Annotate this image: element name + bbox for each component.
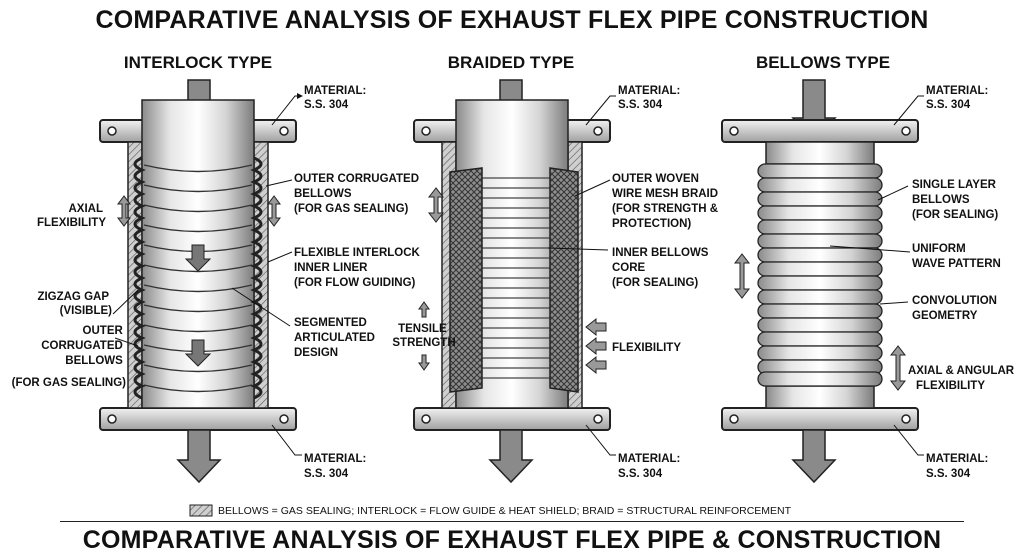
- outer-bellows-label: OUTER CORRUGATED BELLOWS (FOR GAS SEALIN…: [294, 173, 422, 215]
- uniform-wave-label: UNIFORM WAVE PATTERN: [912, 243, 1001, 270]
- legend-text: BELLOWS = GAS SEALING; INTERLOCK = FLOW …: [218, 505, 792, 517]
- material-bottom-label: MATERIAL: S.S. 304: [926, 453, 992, 480]
- double-arrow-icon: [427, 187, 445, 223]
- main-title: COMPARATIVE ANALYSIS OF EXHAUST FLEX PIP…: [95, 6, 929, 34]
- braid-left: [449, 167, 483, 393]
- zigzag-gap-label: ZIGZAG GAP (VISIBLE): [37, 291, 112, 317]
- left-arrow-icon: [585, 317, 607, 337]
- braided-title: BRAIDED TYPE: [448, 53, 575, 72]
- segmented-label: SEGMENTED ARTICULATED DESIGN: [294, 317, 378, 359]
- double-arrow-icon: [117, 195, 131, 227]
- bottom-title: COMPARATIVE ANALYSIS OF EXHAUST FLEX PIP…: [82, 526, 942, 554]
- material-bottom-label: MATERIAL: S.S. 304: [618, 453, 684, 480]
- outer-left-label: OUTER CORRUGATED BELLOWS (FOR GAS SEALIN…: [12, 325, 127, 389]
- material-top-label: MATERIAL: S.S. 304: [926, 85, 992, 111]
- braided-pipe: [413, 79, 611, 484]
- double-arrow-icon: [733, 253, 751, 299]
- material-bottom-label: MATERIAL: S.S. 304: [304, 453, 370, 480]
- axial-angular-label: AXIAL & ANGULAR FLEXIBILITY: [908, 365, 1017, 392]
- convolution-label: CONVOLUTION GEOMETRY: [912, 295, 1000, 322]
- inner-core-label: INNER BELLOWS CORE (FOR SEALING): [612, 247, 712, 289]
- axial-flexibility-label: AXIAL FLEXIBILITY: [37, 203, 106, 229]
- bottom-flange: [99, 407, 297, 431]
- double-arrow-icon: [889, 345, 907, 391]
- interlock-title: INTERLOCK TYPE: [124, 53, 272, 72]
- interlock-pipe: [99, 79, 297, 484]
- flow-arrow-icon: [488, 429, 534, 484]
- flow-arrow-icon: [791, 429, 837, 484]
- braid-label: OUTER WOVEN WIRE MESH BRAID (FOR STRENGT…: [612, 173, 721, 230]
- up-arrow-icon: [418, 301, 430, 318]
- double-arrow-icon: [267, 195, 281, 227]
- material-top-label: MATERIAL: S.S. 304: [618, 85, 684, 111]
- bellows-title: BELLOWS TYPE: [756, 53, 890, 72]
- tensile-strength-label: TENSILE STRENGTH: [392, 323, 455, 349]
- left-arrow-icon: [585, 336, 607, 356]
- flexibility-label: FLEXIBILITY: [612, 342, 681, 354]
- single-layer-label: SINGLE LAYER BELLOWS (FOR SEALING): [912, 179, 999, 221]
- material-top-label: MATERIAL: S.S. 304: [304, 85, 370, 111]
- bellows-pipe: [721, 79, 919, 484]
- braid-right: [549, 167, 579, 393]
- flow-arrow-icon: [176, 429, 222, 484]
- left-arrow-icon: [585, 355, 607, 375]
- interlock-liner-label: FLEXIBLE INTERLOCK INNER LINER (FOR FLOW…: [294, 247, 423, 289]
- down-arrow-icon: [418, 354, 430, 371]
- hatch-swatch-icon: [189, 504, 213, 517]
- divider: [60, 521, 964, 522]
